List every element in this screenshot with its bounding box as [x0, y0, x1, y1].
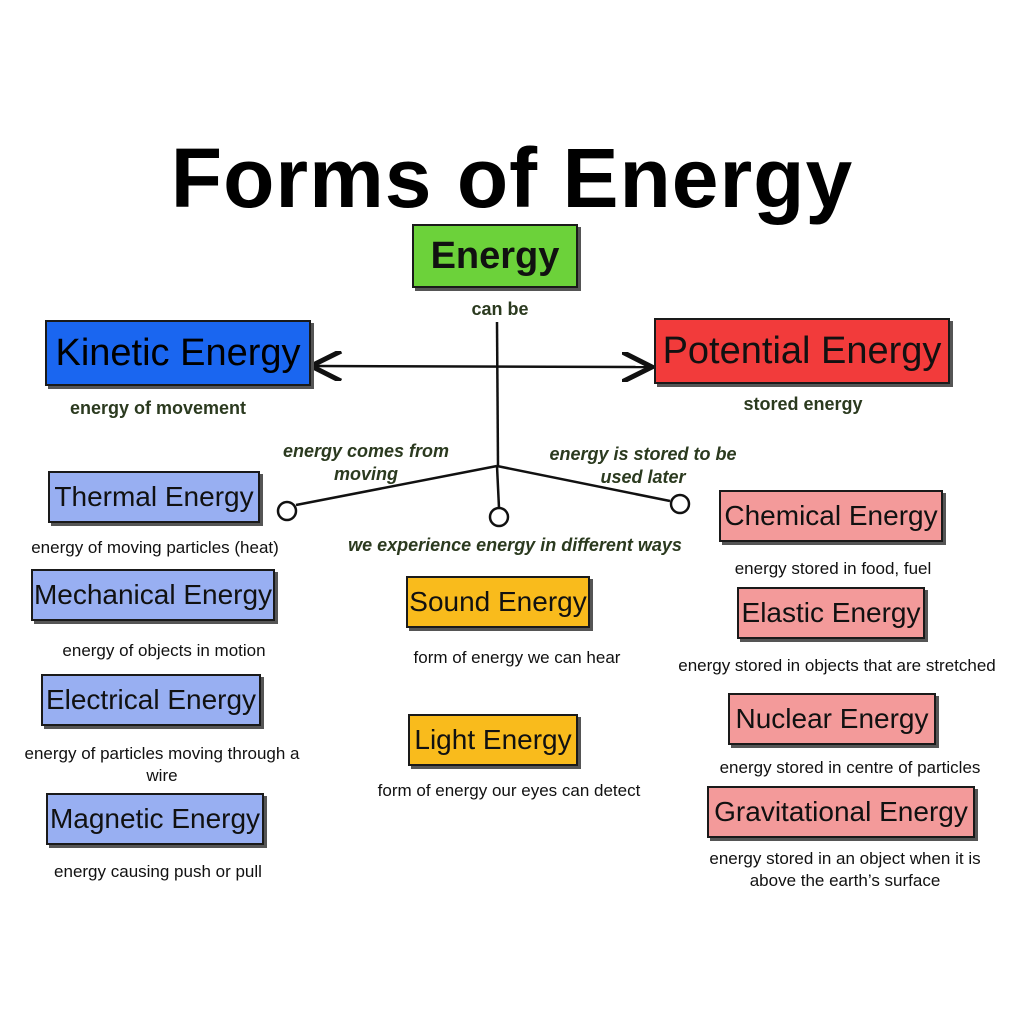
branch-right-node: [669, 493, 691, 515]
magnetic-energy-desc: energy causing push or pull: [54, 862, 262, 881]
electrical-energy-box: Electrical Energy: [41, 674, 261, 726]
gravitational-energy-desc: energy stored in an object when it is ab…: [709, 849, 981, 890]
light-energy-desc: form of energy our eyes can detect: [377, 781, 641, 800]
vertical-stem-line: [495, 321, 500, 467]
mechanical-energy-desc: energy of objects in motion: [62, 641, 266, 660]
page-title: Forms of Energy: [170, 131, 854, 225]
nuclear-energy-desc: energy stored in centre of particles: [719, 758, 981, 777]
kinetic-potential-arrow: [316, 366, 652, 367]
root-sub-label: can be: [471, 299, 529, 319]
mechanical-energy-box: Mechanical Energy: [31, 569, 275, 621]
chemical-energy-box: Chemical Energy: [719, 490, 943, 542]
connector-right-label: energy is stored to be used later: [549, 444, 737, 487]
elastic-energy-box: Elastic Energy: [737, 587, 925, 639]
potential-desc: stored energy: [743, 394, 863, 414]
branch-middle-node: [488, 506, 510, 528]
thermal-energy-box: Thermal Energy: [48, 471, 260, 523]
thermal-energy-desc: energy of moving particles (heat): [31, 538, 279, 557]
nuclear-energy-box: Nuclear Energy: [728, 693, 936, 745]
branch-middle-line: [495, 465, 501, 509]
branch-left-node: [276, 500, 298, 522]
elastic-energy-desc: energy stored in objects that are stretc…: [678, 656, 996, 675]
sound-energy-desc: form of energy we can hear: [413, 648, 621, 667]
electrical-energy-desc: energy of particles moving through a wir…: [24, 744, 300, 785]
kinetic-energy-box: Kinetic Energy: [45, 320, 311, 386]
gravitational-energy-box: Gravitational Energy: [707, 786, 975, 838]
connector-left-label: energy comes from moving: [282, 441, 450, 484]
light-energy-box: Light Energy: [408, 714, 578, 766]
energy-root-box: Energy: [412, 224, 578, 288]
branch-right-line: [496, 464, 671, 503]
potential-energy-box: Potential Energy: [654, 318, 950, 384]
connector-middle-label: we experience energy in different ways: [348, 535, 682, 555]
kinetic-desc: energy of movement: [69, 398, 247, 418]
sound-energy-box: Sound Energy: [406, 576, 590, 628]
magnetic-energy-box: Magnetic Energy: [46, 793, 264, 845]
branch-left-line: [295, 464, 498, 507]
chemical-energy-desc: energy stored in food, fuel: [734, 559, 932, 578]
